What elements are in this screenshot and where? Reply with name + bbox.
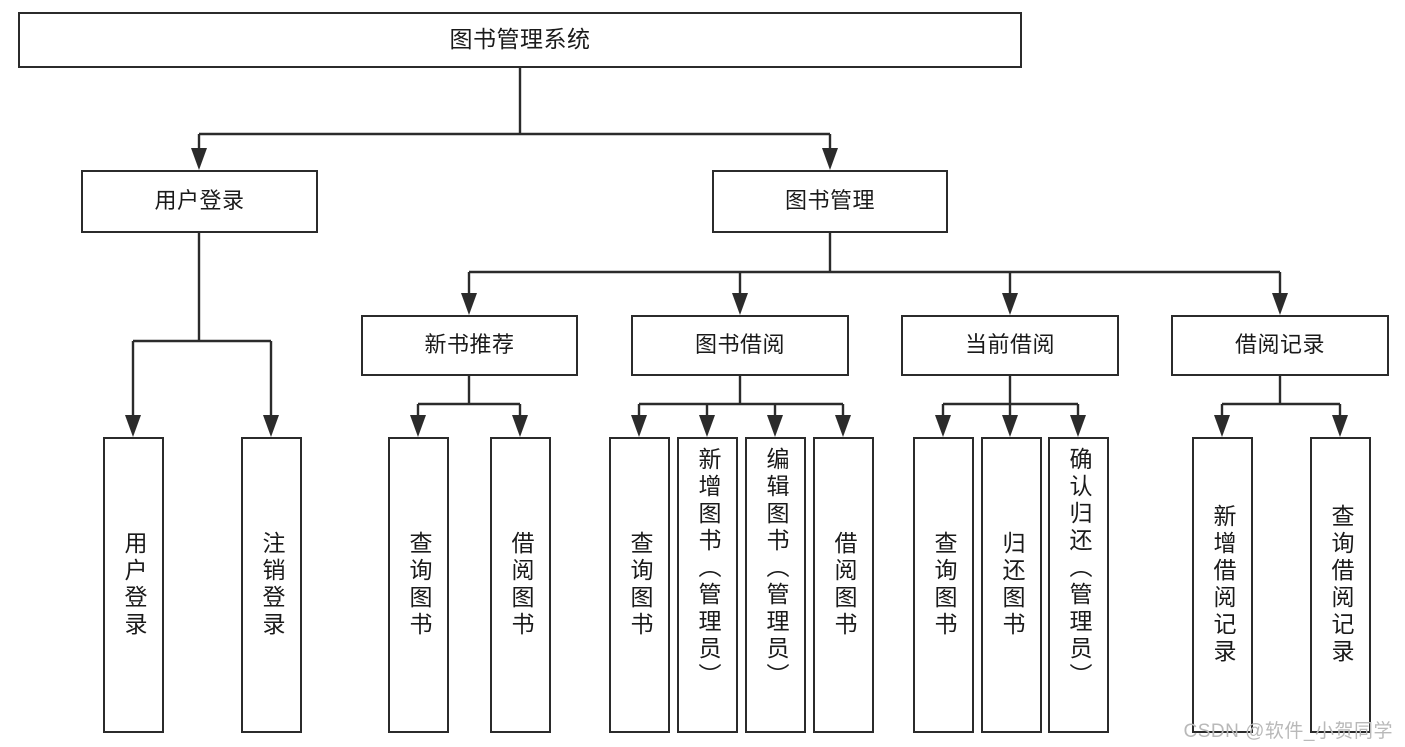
node-root[interactable]: 图书管理系统 <box>18 12 1022 68</box>
node-leaf-query-book-1-label: 查询图书 <box>406 531 432 639</box>
node-book-borrow-label: 图书借阅 <box>694 332 785 358</box>
arrowhead-leaf-query-book-2 <box>631 415 647 437</box>
node-leaf-query-book-2-label: 查询图书 <box>627 531 653 639</box>
arrowhead-leaf-query-book-3 <box>935 415 951 437</box>
node-current-borrow[interactable]: 当前借阅 <box>901 315 1119 376</box>
node-current-borrow-label: 当前借阅 <box>964 332 1055 358</box>
node-leaf-query-book-2[interactable]: 查询图书 <box>609 437 670 733</box>
node-leaf-query-record-label: 查询借阅记录 <box>1328 504 1354 666</box>
arrowhead-leaf-borrow-book-1 <box>512 415 528 437</box>
node-leaf-edit-book[interactable]: 编辑图书（管理员） <box>745 437 806 733</box>
node-leaf-borrow-book-2[interactable]: 借阅图书 <box>813 437 874 733</box>
csdn-watermark: CSDN @软件_小贺同学 <box>1183 721 1393 742</box>
node-leaf-confirm-return[interactable]: 确认归还（管理员） <box>1048 437 1109 733</box>
node-leaf-return-book[interactable]: 归还图书 <box>981 437 1042 733</box>
node-borrow-record-label: 借阅记录 <box>1234 332 1325 358</box>
arrowhead-leaf-add-book <box>699 415 715 437</box>
node-borrow-record[interactable]: 借阅记录 <box>1171 315 1389 376</box>
arrowhead-leaf-add-record <box>1214 415 1230 437</box>
arrowhead-current-borrow <box>1002 293 1018 315</box>
node-leaf-edit-book-label: 编辑图书（管理员） <box>763 447 789 690</box>
arrowhead-leaf-confirm-return <box>1070 415 1086 437</box>
arrowhead-new-book-recommend <box>461 293 477 315</box>
arrowhead-leaf-query-record <box>1332 415 1348 437</box>
node-leaf-add-book[interactable]: 新增图书（管理员） <box>677 437 738 733</box>
node-leaf-add-record-label: 新增借阅记录 <box>1210 504 1236 666</box>
arrowhead-leaf-user-login <box>125 415 141 437</box>
arrowhead-user-login <box>191 148 207 170</box>
node-root-label: 图书管理系统 <box>449 26 591 53</box>
node-leaf-logout-login-label: 注销登录 <box>259 531 285 639</box>
arrowhead-leaf-logout-login <box>263 415 279 437</box>
node-leaf-add-book-label: 新增图书（管理员） <box>695 447 721 690</box>
node-book-management-label: 图书管理 <box>784 188 875 214</box>
node-new-book-recommend[interactable]: 新书推荐 <box>361 315 578 376</box>
node-leaf-return-book-label: 归还图书 <box>999 531 1025 639</box>
node-leaf-query-book-3[interactable]: 查询图书 <box>913 437 974 733</box>
node-leaf-query-record[interactable]: 查询借阅记录 <box>1310 437 1371 733</box>
arrowhead-leaf-edit-book <box>767 415 783 437</box>
node-leaf-user-login[interactable]: 用户登录 <box>103 437 164 733</box>
arrowhead-leaf-return-book <box>1002 415 1018 437</box>
node-leaf-query-book-3-label: 查询图书 <box>931 531 957 639</box>
arrowhead-leaf-query-book-1 <box>410 415 426 437</box>
node-book-management[interactable]: 图书管理 <box>712 170 948 233</box>
node-book-borrow[interactable]: 图书借阅 <box>631 315 849 376</box>
node-leaf-borrow-book-1[interactable]: 借阅图书 <box>490 437 551 733</box>
node-new-book-recommend-label: 新书推荐 <box>424 332 515 358</box>
node-user-login-label: 用户登录 <box>154 188 245 214</box>
arrowhead-book-borrow <box>732 293 748 315</box>
node-leaf-logout-login[interactable]: 注销登录 <box>241 437 302 733</box>
node-user-login[interactable]: 用户登录 <box>81 170 318 233</box>
arrowhead-borrow-record <box>1272 293 1288 315</box>
node-leaf-add-record[interactable]: 新增借阅记录 <box>1192 437 1253 733</box>
node-leaf-borrow-book-1-label: 借阅图书 <box>508 531 534 639</box>
arrowhead-book-management <box>822 148 838 170</box>
node-leaf-borrow-book-2-label: 借阅图书 <box>831 531 857 639</box>
node-leaf-user-login-label: 用户登录 <box>121 531 147 639</box>
node-leaf-confirm-return-label: 确认归还（管理员） <box>1066 447 1092 690</box>
arrowhead-leaf-borrow-book-2 <box>835 415 851 437</box>
node-leaf-query-book-1[interactable]: 查询图书 <box>388 437 449 733</box>
